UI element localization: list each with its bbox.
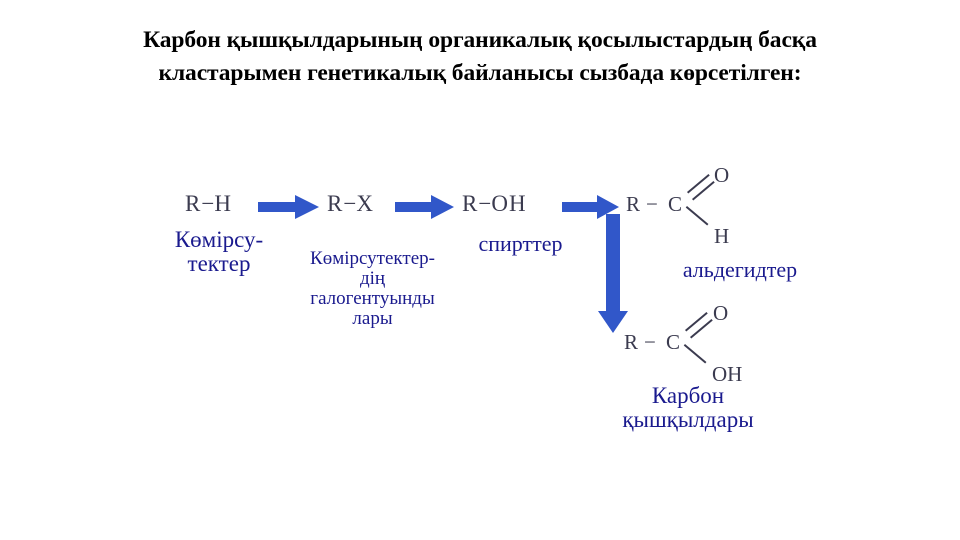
formula-hydrocarbon-dash: − bbox=[201, 191, 215, 216]
label-hydrocarbon-line1: Көмірсу- bbox=[174, 227, 264, 252]
formula-hydrocarbon-r: R bbox=[185, 191, 202, 216]
page-title: Карбон қышқылдарының органикалық қосылыс… bbox=[0, 24, 960, 90]
bond-carboxylic-double-1 bbox=[685, 312, 708, 332]
label-haloalkane: Көмірсутектер- дің галогентуынды лары bbox=[285, 248, 460, 330]
atom-carboxylic-dash: − bbox=[644, 330, 656, 354]
formula-alcohol-r: R bbox=[462, 191, 479, 216]
label-haloalkane-line2: дің bbox=[359, 268, 386, 290]
atom-carboxylic-oh: OH bbox=[712, 362, 743, 386]
label-alcohol: спирттер bbox=[458, 231, 583, 256]
title-line-2: кластарымен генетикалық байланысы сызбад… bbox=[158, 60, 802, 86]
bond-carboxylic-single bbox=[683, 344, 707, 364]
formula-haloalkane: R−X bbox=[327, 191, 374, 217]
atom-carboxylic-r: R bbox=[624, 330, 639, 354]
label-carboxylic-line2: қышқылдары bbox=[622, 407, 754, 433]
atom-carboxylic-o: O bbox=[713, 301, 729, 325]
formula-alcohol-dash: − bbox=[478, 191, 492, 216]
arrow-aldehyde-to-carboxylic bbox=[598, 214, 628, 333]
label-haloalkane-line1: Көмірсутектер- bbox=[310, 248, 435, 269]
atom-aldehyde-c: C bbox=[668, 192, 683, 216]
formula-alcohol-rest: OH bbox=[491, 191, 527, 216]
atom-carboxylic-c: C bbox=[666, 330, 681, 354]
atom-aldehyde-h: H bbox=[714, 224, 730, 248]
label-hydrocarbon: Көмірсу- тектер bbox=[160, 227, 278, 277]
atom-aldehyde-dash: − bbox=[646, 192, 658, 216]
atom-aldehyde-o: O bbox=[714, 163, 730, 187]
label-hydrocarbon-line2: тектер bbox=[187, 251, 251, 277]
bond-aldehyde-single bbox=[685, 206, 709, 226]
formula-alcohol: R−OH bbox=[462, 191, 527, 217]
formula-hydrocarbon: R−H bbox=[185, 191, 232, 217]
label-haloalkane-line4: лары bbox=[352, 308, 393, 330]
arrow-hydrocarbon-to-haloalkane bbox=[258, 195, 319, 219]
formula-haloalkane-rest: X bbox=[356, 191, 374, 216]
formula-haloalkane-dash: − bbox=[343, 191, 357, 216]
title-line-1: Карбон қышқылдарының органикалық қосылыс… bbox=[143, 27, 817, 53]
formula-hydrocarbon-rest: H bbox=[214, 191, 232, 216]
arrow-alcohol-to-aldehyde bbox=[562, 195, 619, 219]
label-aldehyde-line1: альдегидтер bbox=[682, 257, 798, 282]
label-alcohol-line1: спирттер bbox=[478, 231, 563, 256]
formula-haloalkane-r: R bbox=[327, 191, 344, 216]
arrow-haloalkane-to-alcohol bbox=[395, 195, 454, 219]
label-haloalkane-line3: галогентуынды bbox=[310, 288, 435, 310]
label-carboxylic: Карбон қышқылдары bbox=[588, 383, 788, 433]
label-carboxylic-line1: Карбон bbox=[651, 383, 725, 408]
atom-aldehyde-r: R bbox=[626, 192, 641, 216]
bond-aldehyde-double-1 bbox=[687, 174, 710, 194]
label-aldehyde: альдегидтер bbox=[650, 257, 830, 282]
